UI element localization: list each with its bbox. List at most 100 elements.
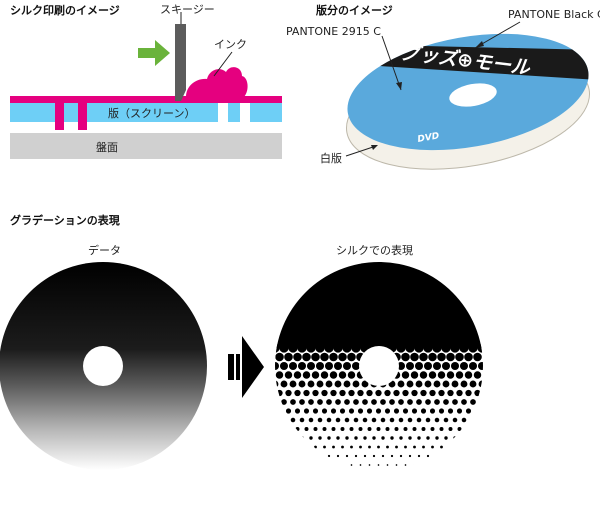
halftone-dot	[307, 380, 315, 388]
halftone-dot	[437, 352, 446, 362]
halftone-dot	[393, 408, 400, 414]
halftone-dot	[475, 427, 480, 431]
halftone-dot	[423, 361, 433, 371]
halftone-dot	[384, 389, 391, 397]
halftone-dot	[412, 427, 417, 431]
halftone-dot	[282, 436, 286, 440]
halftone-dot	[318, 436, 322, 440]
halftone-dot	[336, 436, 340, 440]
halftone-dot	[404, 445, 407, 449]
halftone-dot	[389, 399, 395, 405]
halftone-dot	[432, 343, 442, 353]
halftone-dot	[349, 427, 354, 431]
halftone-dot	[276, 389, 283, 397]
halftone-dot	[450, 343, 460, 353]
halftone-dot	[386, 464, 389, 466]
halftone-dot	[446, 352, 455, 362]
halftone-dot	[417, 436, 421, 440]
halftone-dot	[381, 436, 385, 440]
halftone-dot	[375, 389, 382, 397]
halftone-dot	[353, 417, 359, 423]
halftone-dot	[361, 380, 369, 388]
halftone-dot	[290, 417, 296, 423]
halftone-dot	[312, 408, 319, 414]
halftone-dot	[312, 389, 319, 397]
halftone-dot	[452, 417, 458, 423]
halftone-dot	[462, 454, 466, 458]
halftone-dot	[446, 371, 455, 379]
halftone-dot	[278, 445, 281, 449]
halftone-dot	[443, 399, 449, 405]
halftone-dot	[459, 361, 469, 371]
halftone-dot	[372, 454, 376, 458]
halftone-dot	[332, 445, 335, 449]
halftone-dot	[302, 352, 311, 362]
halftone-dot	[294, 408, 301, 414]
white-plate-label: 白版	[320, 152, 342, 165]
halftone-dot	[390, 454, 394, 458]
halftone-dot	[284, 371, 293, 379]
halftone-dot	[338, 352, 347, 362]
halftone-dot	[308, 417, 314, 423]
halftone-dot	[404, 464, 407, 466]
halftone-dot	[448, 427, 453, 431]
halftone-dot	[386, 445, 389, 449]
halftone-dot	[298, 380, 306, 388]
halftone-dot	[309, 454, 313, 458]
halftone-dot	[306, 343, 316, 353]
halftone-dot	[336, 454, 340, 458]
halftone-dot	[376, 427, 381, 431]
halftone-dot	[440, 464, 443, 466]
halftone-dot	[470, 399, 476, 405]
halftone-dot	[389, 417, 395, 423]
halftone-dot	[350, 445, 353, 449]
halftone-dot	[326, 399, 332, 405]
halftone-dot	[332, 464, 335, 466]
halftone-dot	[459, 343, 469, 353]
squeegee	[175, 24, 186, 101]
halftone-dot	[354, 454, 358, 458]
halftone-dot	[297, 361, 307, 371]
halftone-dot	[458, 464, 461, 466]
halftone-dot	[416, 399, 422, 405]
halftone-dot	[429, 389, 436, 397]
halftone-dot	[450, 361, 460, 371]
halftone-dot	[476, 464, 479, 466]
halftone-dot	[338, 371, 347, 379]
arrow-stripe	[228, 354, 234, 380]
halftone-dot	[377, 445, 380, 449]
pantone-black-label: PANTONE Black C	[508, 8, 600, 21]
halftone-dot	[284, 352, 293, 362]
halftone-dot	[285, 408, 292, 414]
halftone-dot	[350, 464, 353, 466]
halftone-dot	[461, 399, 467, 405]
halftone-dot	[442, 380, 450, 388]
halftone-dot	[362, 417, 368, 423]
ink-leader	[213, 51, 233, 77]
halftone-dot	[372, 436, 376, 440]
halftone-dot	[433, 380, 441, 388]
halftone-dot	[335, 399, 341, 405]
halftone-dot	[348, 389, 355, 397]
halftone-dot	[447, 408, 454, 414]
halftone-dot	[330, 389, 337, 397]
halftone-dot	[381, 454, 385, 458]
halftone-dot	[467, 464, 470, 466]
arrow-stripe	[236, 354, 240, 380]
halftone-dot	[478, 380, 483, 388]
halftone-dot	[467, 445, 470, 449]
halftone-dot	[458, 445, 461, 449]
halftone-dot	[479, 417, 483, 423]
halftone-dot	[288, 361, 298, 371]
halftone-dot	[297, 343, 307, 353]
halftone-dot	[339, 408, 346, 414]
halftone-dot	[432, 361, 442, 371]
halftone-dot	[419, 352, 428, 362]
halftone-dot	[353, 399, 359, 405]
halftone-dot	[275, 352, 284, 362]
halftone-dot	[335, 417, 341, 423]
halftone-dot	[277, 427, 282, 431]
halftone-dot	[317, 417, 323, 423]
halftone-dot	[330, 408, 337, 414]
